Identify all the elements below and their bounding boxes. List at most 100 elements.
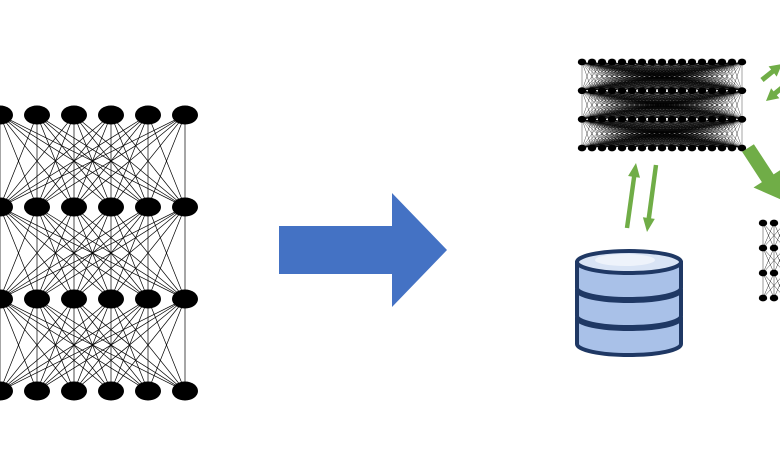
left-network-edge	[0, 206, 186, 300]
left-network-edge	[73, 298, 186, 392]
center-network-node	[657, 115, 667, 123]
center-network-node	[597, 87, 607, 95]
center-network-edge	[581, 90, 603, 120]
center-network-node	[717, 58, 727, 66]
left-neural-network	[0, 105, 198, 401]
center-network-node	[677, 115, 687, 123]
left-network-edge	[0, 206, 112, 300]
center-network-edge	[721, 119, 743, 149]
center-network-edge	[581, 90, 673, 120]
right-network-edge	[762, 253, 780, 274]
left-network-edge	[0, 298, 75, 392]
left-network-node	[0, 105, 13, 125]
left-network-edge	[0, 114, 75, 208]
center-network-edge	[691, 61, 743, 91]
center-network-node	[667, 115, 677, 123]
center-network-node	[647, 144, 657, 152]
left-network-node	[135, 289, 161, 309]
left-network-node	[135, 197, 161, 217]
right-network-node	[769, 244, 779, 252]
center-network-edge	[621, 90, 743, 120]
center-network-node	[687, 58, 697, 66]
center-network-node	[627, 58, 637, 66]
center-network-node	[597, 144, 607, 152]
center-network-edge	[581, 119, 673, 149]
center-network-node	[637, 58, 647, 66]
left-network-node	[172, 197, 198, 217]
center-network-node	[587, 115, 597, 123]
center-network-edge	[581, 61, 733, 91]
center-network-node	[607, 58, 617, 66]
left-network-node	[61, 105, 87, 125]
left-network-edge	[0, 206, 75, 300]
center-network-node	[737, 144, 747, 152]
center-network-edge	[581, 90, 743, 120]
left-network-node	[172, 381, 198, 401]
left-network-node	[24, 289, 50, 309]
center-network-edge	[651, 119, 743, 149]
center-network-edge	[581, 61, 663, 91]
center-network-node	[627, 87, 637, 95]
center-network-edge	[601, 90, 743, 120]
center-network-edge	[581, 90, 693, 120]
left-network-edge	[110, 206, 186, 300]
left-network-edge	[0, 298, 186, 392]
left-network-edge	[36, 298, 186, 392]
center-network-node	[717, 87, 727, 95]
center-network-node	[587, 144, 597, 152]
left-network-node	[61, 289, 87, 309]
center-network-node	[697, 115, 707, 123]
center-network-edge	[581, 119, 613, 149]
left-network-edge	[0, 114, 186, 208]
center-network-edge	[701, 90, 743, 120]
center-network-edge	[581, 90, 653, 120]
center-network-edge	[581, 119, 633, 149]
center-network-edge	[581, 119, 703, 149]
center-network-node	[617, 144, 627, 152]
center-network-node	[577, 115, 587, 123]
left-network-edge	[73, 206, 186, 300]
right-network-node	[758, 269, 768, 277]
left-network-node	[24, 197, 50, 217]
center-network-nodes	[577, 58, 747, 152]
center-network-node	[677, 58, 687, 66]
right-network-node	[758, 219, 768, 227]
center-network-node	[687, 144, 697, 152]
center-network-edge	[581, 119, 623, 149]
center-network-node	[657, 58, 667, 66]
center-network-edge	[581, 90, 613, 120]
right-network-edge	[762, 247, 775, 274]
center-network-node	[697, 144, 707, 152]
center-network-edge	[611, 90, 743, 120]
center-network-edge	[581, 90, 623, 120]
center-network-edge	[681, 90, 743, 120]
arrow-up-right-icon	[760, 64, 780, 82]
right-network-edge	[762, 278, 780, 299]
center-network-node	[677, 144, 687, 152]
center-network-node	[667, 58, 677, 66]
center-network-edge	[581, 61, 593, 91]
left-network-node	[0, 197, 13, 217]
center-network-edge	[581, 90, 703, 120]
center-network-edge	[581, 61, 613, 91]
center-network-edge	[601, 119, 743, 149]
center-network-edge	[661, 61, 743, 91]
center-network-node	[737, 58, 747, 66]
left-network-nodes	[0, 105, 198, 401]
center-network-node	[707, 87, 717, 95]
left-network-edge	[110, 298, 186, 392]
left-network-edge	[36, 206, 186, 300]
left-network-edge	[0, 298, 149, 392]
database-cylinder-icon	[575, 249, 683, 357]
center-network-node	[577, 144, 587, 152]
center-network-node	[707, 144, 717, 152]
left-network-node	[98, 105, 124, 125]
left-network-node	[24, 105, 50, 125]
left-network-node	[172, 105, 198, 125]
left-network-edge	[0, 298, 38, 392]
right-network-edge	[773, 272, 780, 288]
right-network-node	[769, 294, 779, 302]
center-network-node	[707, 115, 717, 123]
center-network-edge	[581, 90, 593, 120]
right-network-edge	[773, 233, 780, 249]
